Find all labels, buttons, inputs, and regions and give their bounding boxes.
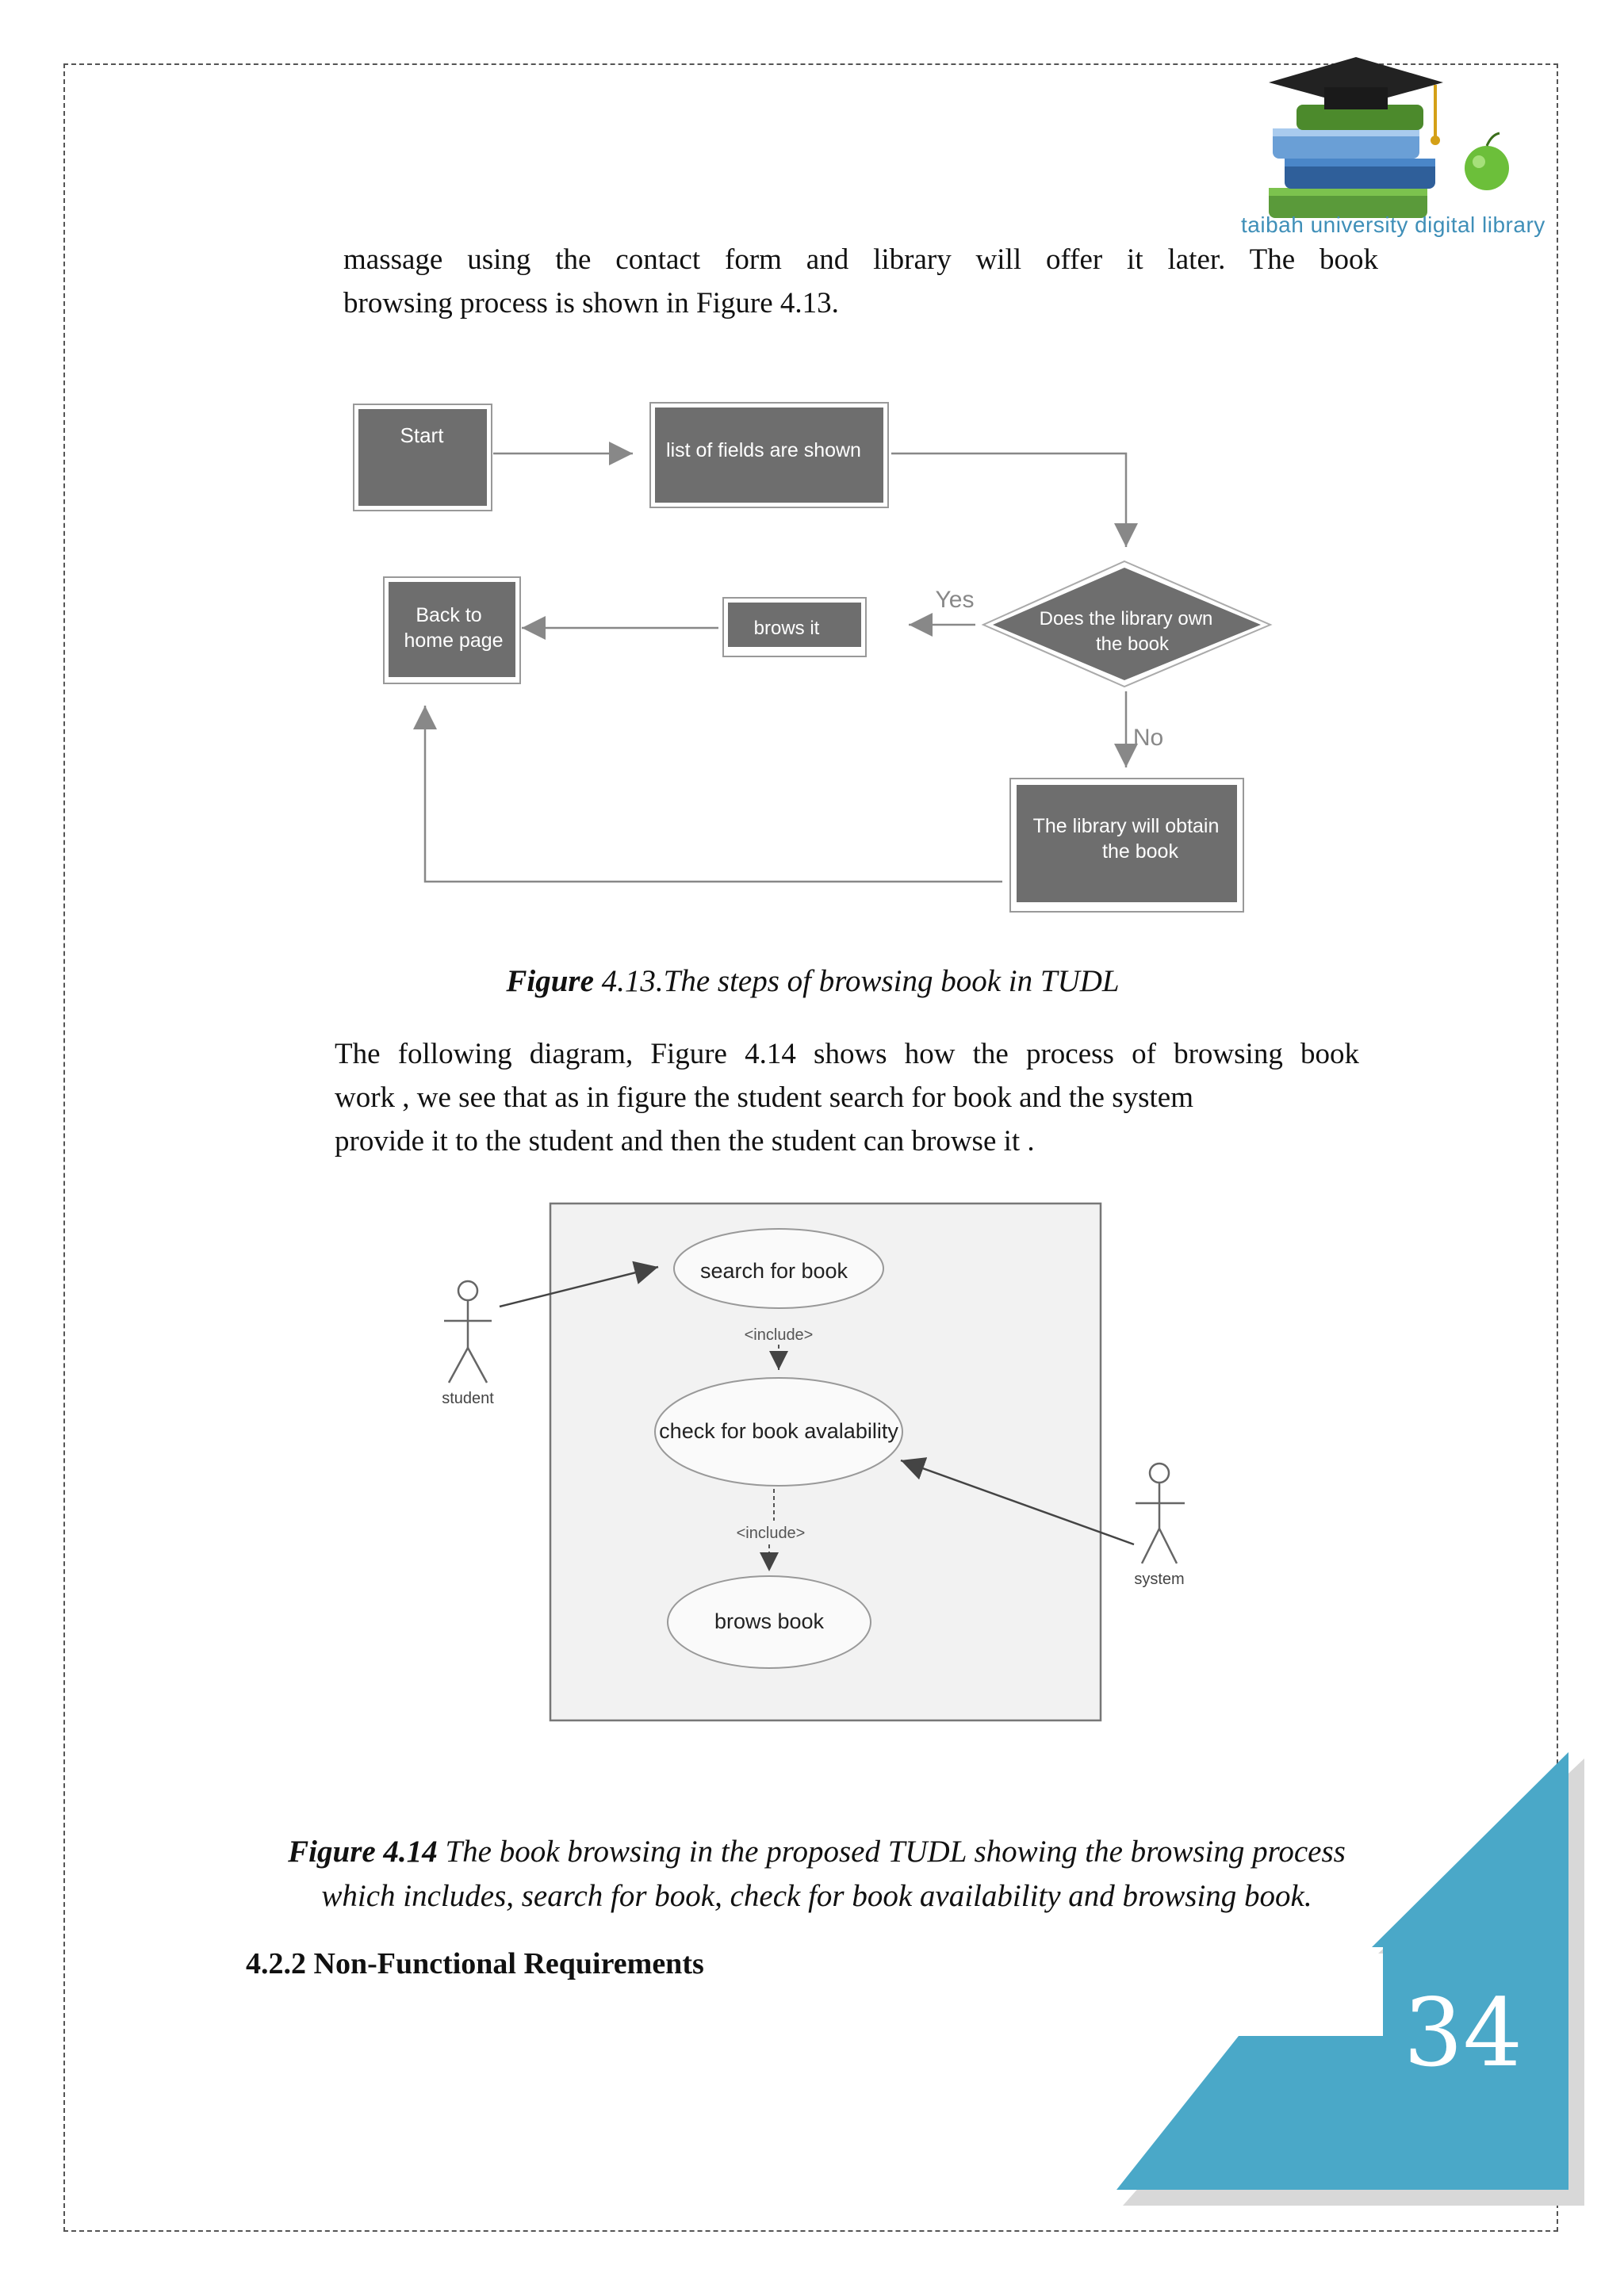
second-line-1: The following diagram, Figure 4.14 shows… [335, 1038, 1359, 1070]
second-paragraph: The following diagram, Figure 4.14 shows… [335, 1032, 1359, 1163]
caption-1-lead: Figure [506, 964, 594, 998]
student-actor [444, 1280, 492, 1383]
second-line-3: provide it to the student and then the s… [335, 1125, 1035, 1158]
association-student-search [499, 1261, 659, 1308]
caption-2-lead: Figure 4.14 [288, 1835, 438, 1869]
figure-4-13-caption: Figure 4.13.The steps of browsing book i… [396, 959, 1229, 1004]
figure-4-14-caption: Figure 4.14 The book browsing in the pro… [238, 1830, 1396, 1919]
association-system-check [900, 1457, 1135, 1546]
start-box: Start [353, 404, 492, 511]
list-fields-label: list of fields are shown [666, 439, 861, 461]
yes-label: Yes [936, 587, 975, 613]
system-actor [1136, 1462, 1185, 1564]
decision-line-2: the book [1096, 633, 1170, 655]
search-label: search for book [700, 1259, 848, 1283]
obtain-line-1: The library will obtain [1033, 815, 1220, 837]
student-label: student [442, 1390, 494, 1407]
page-number: 34 [1403, 1978, 1523, 2087]
include-1-label: <include> [745, 1326, 814, 1344]
browsing-flowchart: Start list of fields are shown Does the … [353, 402, 1273, 913]
library-logo [1269, 57, 1509, 218]
intro-line-1: massage using the contact form and libra… [343, 243, 1378, 276]
start-label: Start [400, 423, 445, 447]
brows-it-label: brows it [754, 618, 820, 639]
obtain-box: The library will obtain the book [1009, 778, 1244, 913]
page-border [63, 63, 1558, 2232]
check-label: check for book avalability [659, 1419, 898, 1443]
brows-usecase [667, 1575, 871, 1669]
caption-2-line-2: which includes, search for book, check f… [321, 1879, 1312, 1913]
arrow-obtain-to-home [413, 706, 1002, 883]
arrow-list-to-decision [891, 452, 1138, 547]
list-fields-box: list of fields are shown [649, 402, 889, 508]
decision-line-1: Does the library own [1040, 608, 1213, 629]
section-heading: 4.2.2 Non-Functional Requirements [246, 1947, 704, 1980]
second-line-2: work , we see that as in figure the stud… [335, 1081, 1193, 1114]
back-home-box: Back to home page [383, 576, 521, 684]
brows-it-box: brows it [722, 597, 867, 657]
back-line-2: home page [404, 629, 503, 652]
system-label: system [1134, 1571, 1184, 1588]
intro-line-2: browsing process is shown in Figure 4.13… [343, 287, 839, 320]
brows-label: brows book [714, 1609, 825, 1633]
intro-paragraph: massage using the contact form and libra… [343, 238, 1378, 325]
back-line-1: Back to [416, 604, 481, 626]
check-usecase [654, 1377, 903, 1487]
search-usecase [673, 1228, 884, 1309]
caption-1-text: 4.13.The steps of browsing book in TUDL [593, 964, 1120, 998]
decision-diamond: Does the library own the book [981, 560, 1273, 688]
no-label: No [1133, 725, 1163, 751]
logo-caption: taibah university digital library [1241, 212, 1545, 237]
include-2-label: <include> [737, 1525, 806, 1542]
obtain-line-2: the book [1102, 840, 1178, 863]
caption-2-line-1: The book browsing in the proposed TUDL s… [437, 1835, 1346, 1869]
use-case-diagram: search for book <include> check for book… [442, 1202, 1185, 1722]
